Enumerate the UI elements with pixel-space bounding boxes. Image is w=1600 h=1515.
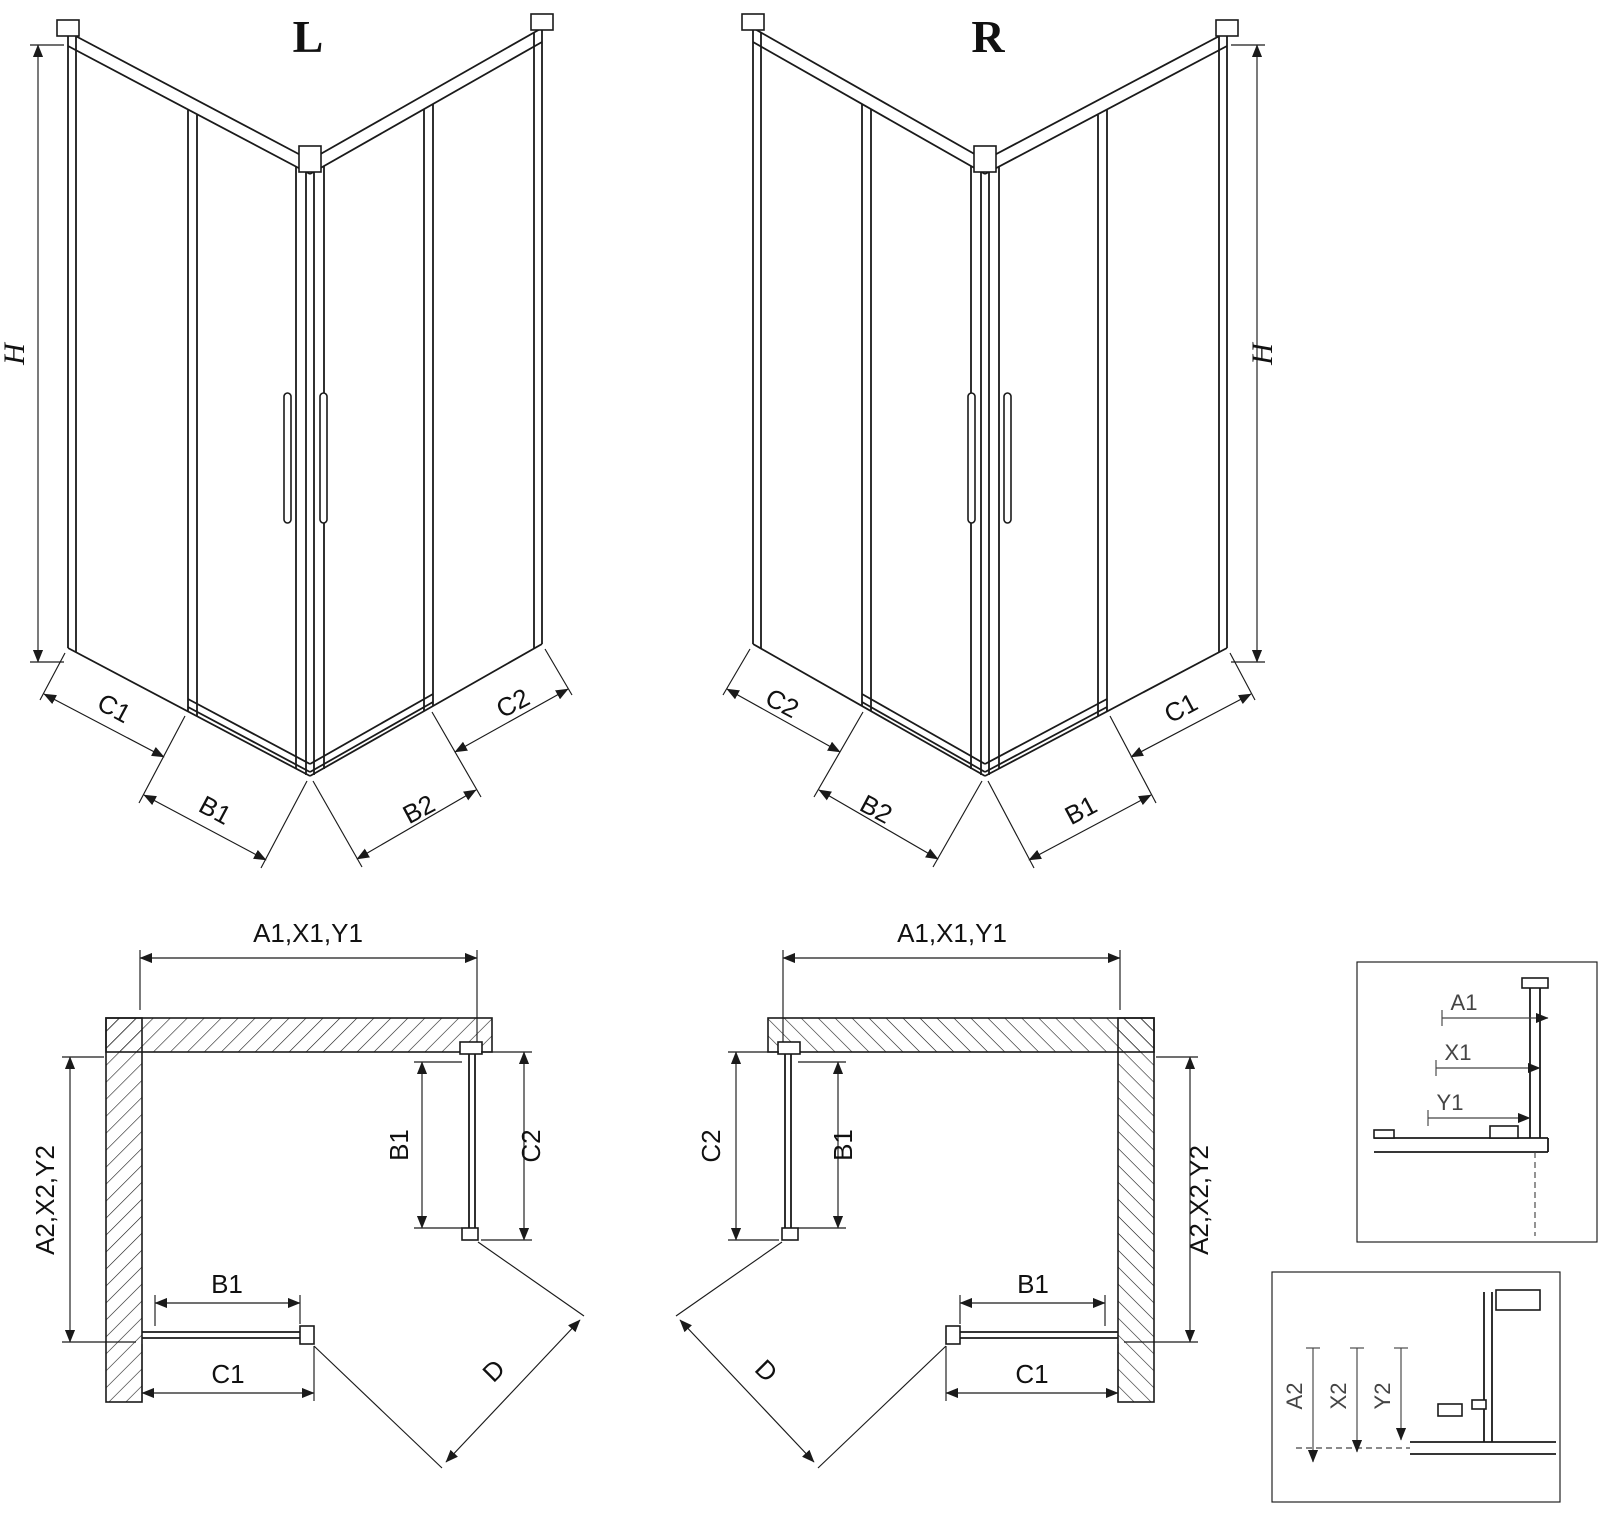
detail-label-x2: X2 (1326, 1383, 1351, 1410)
dim-label-diagonal: D (476, 1353, 510, 1387)
profile-block (1437, 1403, 1463, 1417)
plan-view-geometry (62, 950, 585, 1469)
profile-block (1489, 1125, 1519, 1139)
dim-label-c2-side: C2 (516, 1129, 546, 1162)
detail-width-view: A1 X1 Y1 (1356, 961, 1598, 1243)
door-post (299, 1325, 315, 1345)
profile-block (1495, 1289, 1541, 1311)
height-dimension (30, 44, 64, 663)
wall-bracket (459, 1041, 483, 1055)
dim-label-depth: A2,X2,Y2 (30, 1145, 60, 1255)
dim-label-b2: B2 (855, 788, 897, 829)
dim-label-height: H (1246, 341, 1279, 366)
dim-label-c1-bottom: C1 (211, 1359, 244, 1389)
dim-label-c2: C2 (491, 682, 534, 724)
dim-label-b1-bottom: B1 (1017, 1269, 1049, 1299)
dim-label-diagonal: D (749, 1353, 783, 1387)
corner-cap (298, 145, 322, 173)
iso-corner-view-geometry (30, 13, 573, 869)
plan-dimensions (62, 950, 585, 1469)
plan-view-mirrored (676, 950, 1198, 1468)
iso-left-labels: L H C1 B1 B2 C2 (0, 11, 534, 831)
walls-hatched (105, 1017, 493, 1403)
right-top-cap (530, 13, 554, 31)
dim-label-c2-side: C2 (696, 1129, 726, 1162)
detail-label-x1: X1 (1445, 1040, 1472, 1065)
detail-label-y1: Y1 (1437, 1090, 1464, 1115)
iso-corner-view-mirrored (723, 14, 1265, 868)
dim-label-c2: C2 (761, 682, 804, 724)
view-title-right: R (971, 11, 1005, 62)
view-title-left: L (293, 11, 324, 62)
door-handle (319, 392, 328, 524)
profile-block (1373, 1129, 1395, 1139)
base-dimensions (39, 648, 573, 869)
door-handle (283, 392, 292, 524)
dim-label-width: A1,X1,Y1 (897, 918, 1007, 948)
detail-label-a2: A2 (1282, 1383, 1307, 1410)
dim-label-b1-side: B1 (828, 1129, 858, 1161)
profile-cap (1521, 977, 1549, 989)
detail-label-y2: Y2 (1370, 1383, 1395, 1410)
dim-label-height: H (0, 341, 31, 366)
dim-label-c1-bottom: C1 (1015, 1359, 1048, 1389)
dim-label-b1-bottom: B1 (211, 1269, 243, 1299)
iso-right-labels: R H C2 B2 B1 C1 (761, 11, 1279, 831)
dim-label-b1-side: B1 (384, 1129, 414, 1161)
door-post (461, 1227, 479, 1241)
glass-walls (56, 13, 554, 777)
dim-label-b2: B2 (398, 788, 440, 829)
glass-panels-plan (142, 1041, 483, 1345)
left-top-cap (56, 19, 80, 37)
dim-label-depth: A2,X2,Y2 (1184, 1145, 1214, 1255)
top-wall (105, 1017, 493, 1053)
side-wall (105, 1017, 143, 1403)
detail-label-a1: A1 (1451, 990, 1478, 1015)
dim-label-width: A1,X1,Y1 (253, 918, 363, 948)
profile-block (1471, 1399, 1487, 1410)
detail-depth-view: A2 X2 Y2 (1271, 1271, 1561, 1503)
